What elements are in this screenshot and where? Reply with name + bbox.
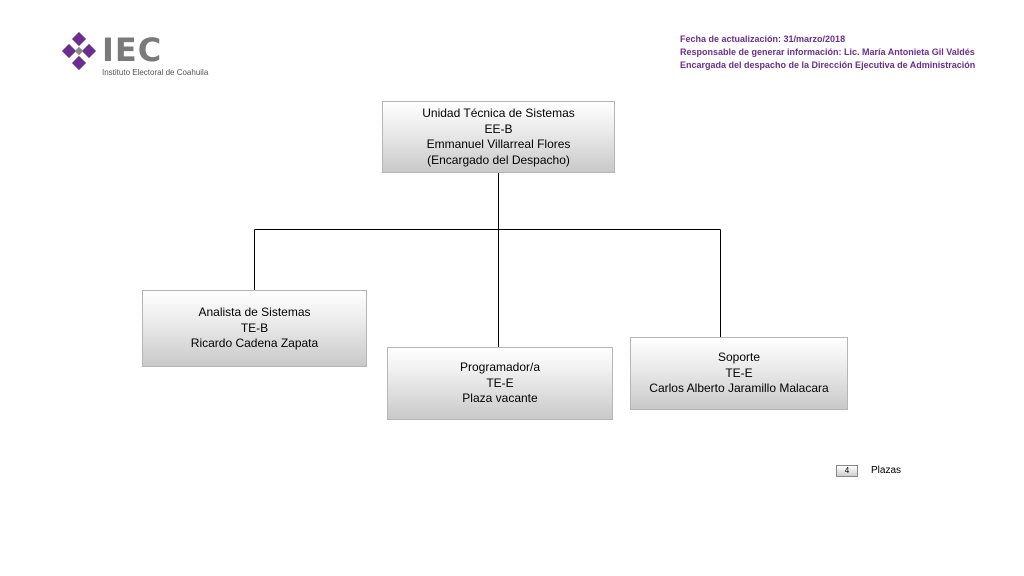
root-position-box[interactable]: Unidad Técnica de Sistemas EE-B Emmanuel…	[382, 101, 615, 173]
position-person: Plaza vacante	[462, 391, 538, 406]
update-date: Fecha de actualización: 31/marzo/2018	[680, 34, 846, 44]
logo-text: IEC	[102, 31, 163, 69]
iec-logo: IEC Instituto Electoral de Coahuila	[60, 31, 220, 82]
position-person: Ricardo Cadena Zapata	[190, 336, 319, 351]
positions-count-badge: 4	[836, 465, 858, 477]
logo-subtitle: Instituto Electoral de Coahuila	[102, 68, 209, 77]
position-title: Programador/a	[459, 360, 541, 375]
position-level: TE-E	[725, 365, 753, 380]
position-note: (Encargado del Despacho)	[427, 152, 570, 167]
analyst-position-box[interactable]: Analista de Sistemas TE-B Ricardo Cadena…	[142, 290, 367, 367]
position-level: EE-B	[484, 121, 513, 136]
position-title: Analista de Sistemas	[198, 305, 311, 320]
positions-label: Plazas	[871, 465, 902, 476]
support-position-box[interactable]: Soporte TE-E Carlos Alberto Jaramillo Ma…	[630, 337, 848, 410]
responsible-role: Encargada del despacho de la Dirección E…	[680, 60, 976, 70]
update-info: Fecha de actualización: 31/marzo/2018 Re…	[680, 33, 1010, 72]
iec-logo-icon	[61, 32, 97, 71]
programmer-position-box[interactable]: Programador/a TE-E Plaza vacante	[387, 347, 613, 420]
position-title: Unidad Técnica de Sistemas	[422, 106, 575, 120]
position-level: TE-B	[240, 320, 269, 335]
responsible-person: Responsable de generar información: Lic.…	[680, 47, 975, 57]
position-level: TE-E	[486, 375, 514, 390]
position-title: Soporte	[717, 350, 761, 365]
position-person: Carlos Alberto Jaramillo Malacara	[649, 381, 829, 396]
position-person: Emmanuel Villarreal Flores	[426, 137, 571, 151]
